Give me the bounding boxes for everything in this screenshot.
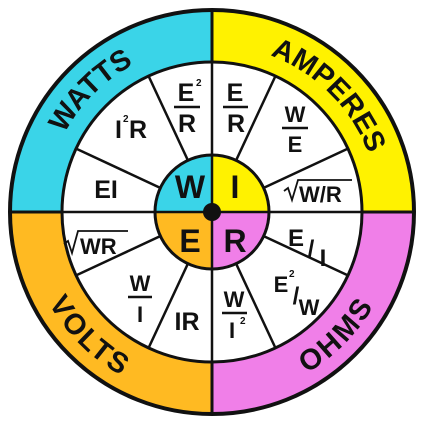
svg-text:2: 2: [196, 78, 202, 89]
center-w: [155, 155, 212, 212]
formula-amps-sqrt-w-over-r: W/R: [283, 179, 352, 207]
formula-watts-i2r: I 2 R: [115, 114, 147, 144]
formula-watts-e2-over-r: E 2 R: [174, 78, 202, 138]
center-e: [155, 212, 212, 269]
center-letter-i: I: [231, 169, 240, 205]
svg-text:2: 2: [240, 316, 246, 327]
formula-amps-w-over-e: W E: [282, 102, 308, 157]
formula-volts-sqrt-wr: WR: [63, 230, 128, 259]
svg-text:W: W: [130, 271, 151, 296]
svg-text:E: E: [274, 272, 289, 297]
formula-volts-ir: IR: [175, 308, 200, 336]
svg-text:W/R: W/R: [299, 182, 342, 207]
center-letter-r: R: [223, 223, 246, 259]
svg-text:W: W: [285, 102, 306, 127]
center-i: [212, 155, 269, 212]
svg-text:I: I: [320, 245, 327, 272]
svg-text:2: 2: [289, 269, 295, 280]
center-dot: [203, 203, 221, 221]
formula-amps-e-over-r: E R: [223, 79, 248, 138]
svg-text:WR: WR: [80, 234, 117, 259]
svg-text:I: I: [115, 116, 122, 144]
formula-watts-ei: EI: [94, 176, 118, 204]
svg-text:R: R: [178, 110, 196, 138]
center-r: [212, 212, 269, 269]
center-letter-e: E: [179, 223, 200, 259]
svg-text:I: I: [229, 318, 235, 343]
svg-text:W: W: [224, 287, 245, 312]
svg-text:2: 2: [123, 114, 129, 125]
svg-text:W: W: [299, 295, 320, 320]
center-letter-w: W: [175, 169, 206, 205]
svg-text:E: E: [288, 225, 304, 252]
svg-text:E: E: [227, 79, 244, 107]
formula-ohms-e-over-i: E / I: [288, 225, 326, 272]
svg-text:I: I: [137, 302, 143, 327]
formula-ohms-e2-over-w: E 2 / W: [274, 269, 320, 320]
svg-text:E: E: [288, 132, 303, 157]
formula-ohms-w-over-i2: W I 2: [222, 287, 247, 343]
svg-text:/: /: [293, 283, 300, 310]
formula-volts-w-over-i: W I: [128, 271, 152, 327]
svg-text:/: /: [308, 236, 315, 263]
svg-text:R: R: [227, 110, 245, 138]
svg-text:R: R: [129, 116, 147, 144]
svg-text:E: E: [178, 79, 195, 107]
